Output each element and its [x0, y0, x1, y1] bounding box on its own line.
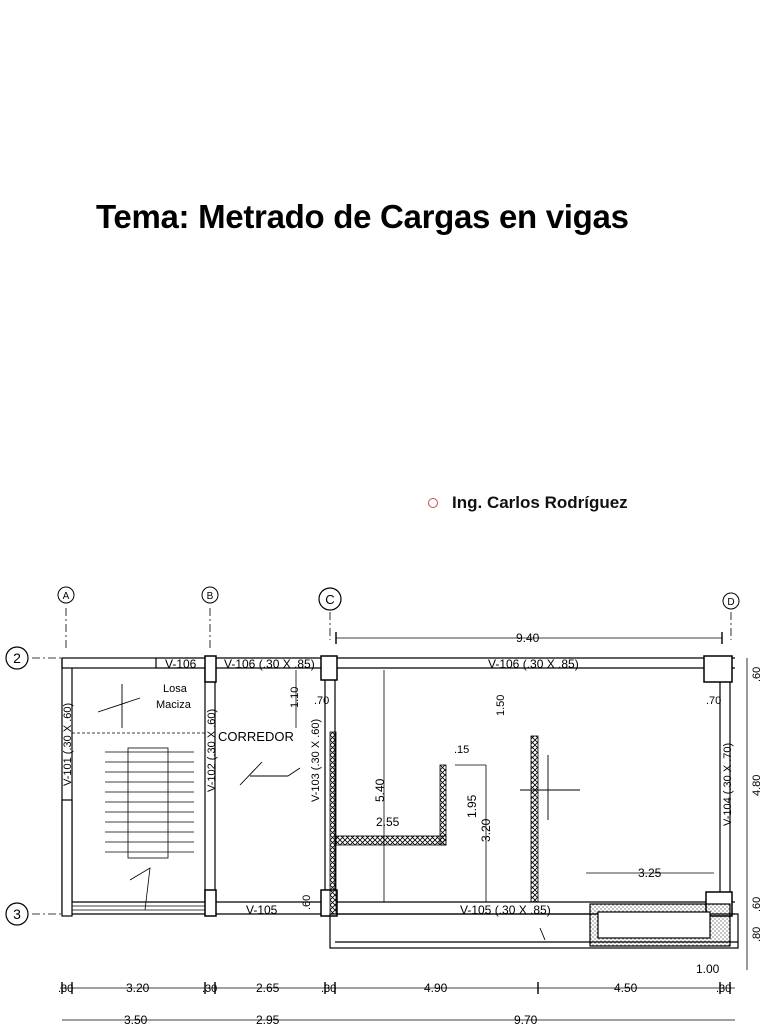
label-corredor: CORREDOR	[218, 729, 294, 744]
dim-0-60-left: .60	[301, 895, 313, 910]
dim-0-15: .15	[454, 744, 469, 756]
dim-0-70-left: .70	[314, 695, 329, 707]
dim-bottom-0-30-c: .30	[321, 983, 336, 995]
slide-title: Tema: Metrado de Cargas en vigas	[96, 198, 629, 235]
dim-bottom-0-30-b: .30	[202, 983, 217, 995]
label-losa: Losa	[163, 683, 188, 695]
axis-bubble-2: 2	[5, 646, 29, 670]
dim-0-60-right-top: .60	[751, 667, 763, 682]
dim-total-9-70: 9.70	[514, 1013, 538, 1024]
dim-3-25: 3.25	[638, 866, 662, 880]
axis-label-a: A	[63, 591, 70, 602]
axis-bubble-3: 3	[5, 902, 29, 926]
terrace	[329, 903, 739, 949]
beam-label-v102: V-102 (.30 X .60)	[206, 709, 218, 792]
beam-label-v104: V-104 (.30 X .70)	[722, 743, 734, 826]
beam-label-v105-left: V-105	[246, 903, 278, 917]
bullet-icon	[428, 498, 438, 508]
axis-lines	[32, 608, 732, 915]
axis-label-2: 2	[13, 650, 21, 666]
beam-label-v106-right: V-106 (.30 X .85)	[488, 657, 579, 671]
beam-lines	[61, 657, 735, 915]
beam-label-v101: V-101 (.30 X .60)	[62, 703, 74, 786]
dim-total-3-50: 3.50	[124, 1013, 148, 1024]
dim-0-70-right: .70	[706, 695, 721, 707]
column-a-lower	[61, 799, 73, 917]
dim-1-10: 1.10	[289, 687, 301, 708]
dim-5-40: 5.40	[373, 778, 387, 802]
beam-label-v103: V-103 (.30 X .60)	[310, 719, 322, 802]
dim-bottom-0-30-d: .30	[716, 983, 731, 995]
axis-bubble-c: C	[318, 587, 342, 611]
dim-4-80: 4.80	[751, 775, 763, 796]
dim-0-60-right-bottom: .60	[751, 897, 763, 912]
beam-label-v105-right: V-105 (.30 X .85)	[460, 903, 551, 917]
stair	[72, 732, 205, 911]
axis-label-d: D	[727, 597, 734, 608]
beam-label-v106-short: V-106	[165, 657, 197, 671]
dim-2-55: 2.55	[376, 815, 400, 829]
hatched-walls	[329, 731, 539, 915]
axis-label-b: B	[207, 591, 214, 602]
axis-bubble-b: B	[201, 586, 219, 604]
dim-1-50: 1.50	[495, 695, 507, 716]
dimension-ticks	[61, 632, 731, 994]
label-maciza: Maciza	[156, 699, 192, 711]
dimension-lines	[60, 637, 748, 1021]
slab-symbols	[97, 684, 580, 941]
author-line: Ing. Carlos Rodríguez	[428, 493, 628, 513]
dim-9-40: 9.40	[516, 631, 540, 645]
dim-bottom-0-30-a: .30	[58, 983, 73, 995]
dim-bottom-4-90: 4.90	[424, 981, 448, 995]
dim-3-20-vertical: 3.20	[479, 818, 493, 842]
author-name: Ing. Carlos Rodríguez	[452, 493, 628, 512]
dim-1-00: 1.00	[696, 962, 720, 976]
axis-bubble-d: D	[722, 592, 740, 610]
axis-label-3: 3	[13, 906, 21, 922]
dim-1-95: 1.95	[465, 794, 479, 818]
dim-bottom-4-50: 4.50	[614, 981, 638, 995]
dim-bottom-2-65: 2.65	[256, 981, 280, 995]
dim-bottom-3-20: 3.20	[126, 981, 150, 995]
dim-total-2-95: 2.95	[256, 1013, 280, 1024]
axis-bubble-a: A	[57, 586, 75, 604]
dim-0-80: .80	[751, 927, 763, 942]
axis-label-c: C	[325, 592, 334, 607]
floor-plan-drawing: A B C D 2 3	[5, 586, 763, 1024]
beam-label-v106-mid: V-106 (.30 X .85)	[224, 657, 315, 671]
